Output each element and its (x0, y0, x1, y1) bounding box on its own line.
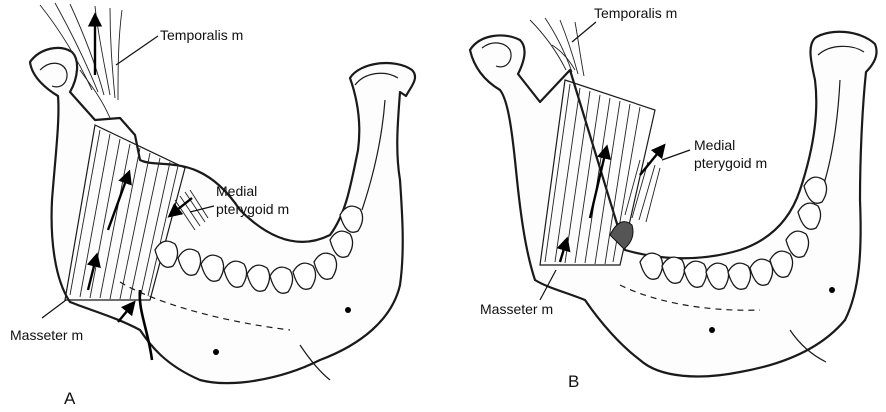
panel-b-medial-pterygoid-label-line2: pterygoid m (694, 155, 767, 171)
panel-a-letter: A (64, 389, 76, 408)
panel-b-pterygoid-leader (662, 150, 690, 160)
panel-b-masseter-label: Masseter m (480, 301, 553, 317)
panel-b: Temporalis m Medial pterygoid m Masseter… (470, 5, 877, 391)
panel-b-medial-pterygoid-label-line1: Medial (694, 137, 735, 153)
panel-b-medial-pterygoid-muscle (610, 160, 660, 249)
panel-b-foramen (829, 287, 835, 293)
panel-a-medial-pterygoid-label-line2: pterygoid m (216, 201, 289, 217)
panel-b-temporalis-muscle (530, 18, 584, 76)
panel-a-temporalis-leader (116, 36, 158, 65)
panel-b-temporalis-label: Temporalis m (594, 5, 677, 21)
panel-a-medial-pterygoid-label-line1: Medial (216, 183, 257, 199)
panel-a-masseter-label: Masseter m (10, 327, 83, 343)
panel-b-mental-foramen (709, 327, 715, 333)
panel-a-foramen (345, 307, 351, 313)
panel-a-mental-foramen (213, 349, 219, 355)
panel-a-temporalis-label: Temporalis m (160, 27, 243, 43)
panel-a-masseter-leader (42, 300, 66, 318)
panel-b-letter: B (568, 372, 579, 391)
panel-a: Temporalis m Medial pterygoid m Masseter… (10, 3, 415, 408)
